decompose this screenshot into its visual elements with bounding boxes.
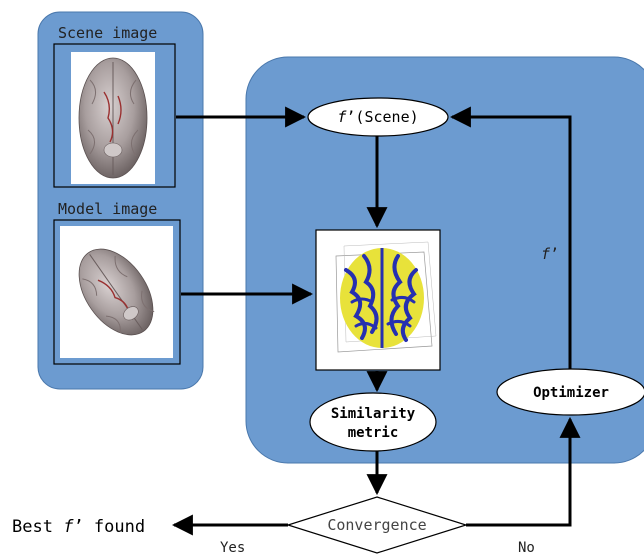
similarity-label-line2: metric bbox=[348, 425, 399, 441]
arrow-convergence-to-optimizer bbox=[466, 416, 581, 527]
similarity-metric-node bbox=[309, 392, 437, 452]
registered-brain-picture bbox=[335, 241, 437, 353]
convergence-label: Convergence bbox=[327, 516, 426, 534]
arrow-optimizer-to-transform bbox=[449, 106, 572, 369]
transform-node-label: f’(Scene) bbox=[337, 108, 418, 126]
scene-image-frame bbox=[53, 43, 176, 188]
model-image-frame bbox=[53, 219, 181, 365]
model-brain-picture bbox=[78, 248, 155, 336]
flow-arrows bbox=[171, 106, 581, 536]
model-image-label: Model image bbox=[58, 200, 157, 218]
best-f-found-label: Best f’ found bbox=[12, 517, 145, 537]
scene-image-label: Scene image bbox=[58, 24, 157, 42]
convergence-diamond bbox=[286, 496, 468, 554]
optimizer-label: Optimizer bbox=[533, 385, 609, 401]
similarity-label-line1: Similarity bbox=[331, 406, 416, 422]
feedback-label: f’ bbox=[541, 245, 559, 263]
scene-brain-picture bbox=[78, 57, 148, 179]
yes-label: Yes bbox=[220, 540, 245, 556]
no-label: No bbox=[518, 540, 535, 556]
